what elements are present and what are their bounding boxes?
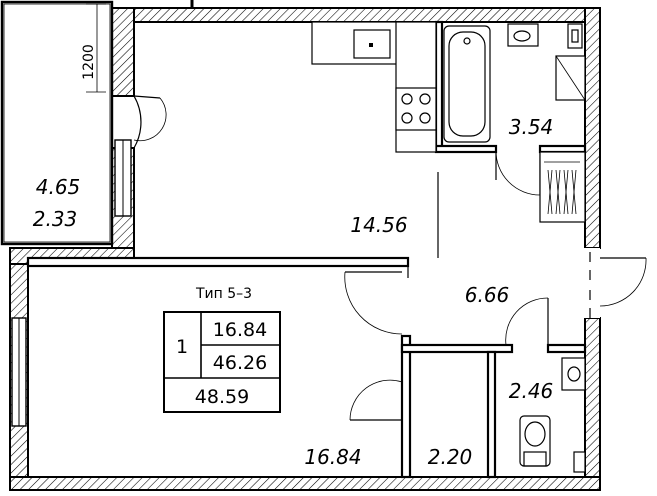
ventilation-shaft bbox=[539, 151, 586, 223]
dimension-1200: 1200 bbox=[81, 44, 97, 80]
windows bbox=[11, 139, 600, 427]
balcony-area-label: 4.65 bbox=[36, 175, 81, 199]
living-area-value: 16.84 bbox=[213, 319, 267, 341]
exterior-walls bbox=[9, 7, 601, 491]
toilet-area-label: 2.46 bbox=[509, 379, 554, 403]
total-with-balcony-value: 48.59 bbox=[195, 386, 249, 408]
storage-area-label: 2.20 bbox=[428, 445, 473, 469]
balcony-reduced-area-label: 2.33 bbox=[33, 207, 78, 231]
kitchen-fixtures bbox=[311, 21, 437, 153]
hall-area-label: 6.66 bbox=[465, 283, 510, 307]
toilet-sink bbox=[561, 357, 586, 391]
toilet-fixtures bbox=[519, 357, 586, 473]
bedroom-area-label: 16.84 bbox=[304, 445, 361, 469]
info-box-frame bbox=[163, 311, 281, 413]
bathroom-area-label: 3.54 bbox=[509, 115, 554, 139]
apartment-type-label: Тип 5–3 bbox=[195, 286, 252, 302]
doors bbox=[133, 95, 647, 421]
rooms-count: 1 bbox=[176, 336, 188, 358]
interior-walls bbox=[26, 20, 587, 479]
kitchen-worktop bbox=[395, 21, 437, 153]
bathroom-sink bbox=[507, 23, 539, 47]
kitchen-area-label: 14.56 bbox=[350, 213, 407, 237]
balcony bbox=[0, 0, 194, 246]
total-area-value: 46.26 bbox=[213, 352, 267, 374]
bathroom-fixtures bbox=[443, 23, 586, 223]
stove bbox=[395, 87, 437, 131]
bathtub bbox=[443, 25, 491, 143]
apartment-info-box: Тип 5–3 1 16.84 46.26 48.59 bbox=[163, 286, 281, 413]
